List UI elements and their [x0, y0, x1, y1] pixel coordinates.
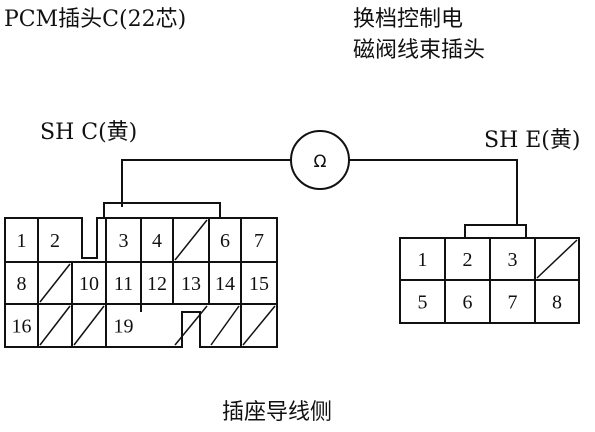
connector-e-grid — [400, 238, 579, 323]
connector-c-cavity-11: 11 — [114, 273, 133, 295]
connector-c-cavity-16: 16 — [12, 316, 32, 338]
connector-c-cavity-2: 2 — [50, 230, 60, 252]
solenoid-harness-title-line1: 换档控制电 — [353, 7, 464, 32]
connector-c-cavity-15: 15 — [249, 273, 269, 295]
connector-c-cavity-6: 6 — [220, 230, 230, 252]
connector-c-grid — [5, 218, 277, 347]
connector-e-cavity-3: 3 — [508, 249, 518, 271]
connector-c-cavity-10: 10 — [79, 273, 99, 295]
connector-c-blank-cavity — [73, 305, 105, 346]
connector-e-cavity-7: 7 — [508, 292, 518, 314]
connector-c-cavity-8: 8 — [17, 273, 27, 295]
connector-c-cavity-14: 14 — [215, 273, 235, 295]
pcm-connector-title: PCM插头C(22芯) — [4, 7, 187, 32]
connector-e-blank-cavity — [536, 239, 578, 279]
solenoid-harness-title-line2: 磁阀线束插头 — [353, 38, 486, 63]
connector-e-latch — [464, 224, 527, 238]
connector-c-cavity-1: 1 — [17, 230, 27, 252]
probe-label-sh-c: SH C(黄) — [40, 120, 138, 145]
connector-c-cavity-12: 12 — [147, 273, 167, 295]
connector-c-cavity-19: 19 — [114, 316, 134, 338]
connector-c-blank-cavity — [242, 305, 276, 346]
connector-c-blank-cavity — [174, 305, 208, 346]
ohm-symbol: Ω — [314, 152, 327, 172]
connector-c-blank-cavity — [39, 305, 71, 346]
probe-label-sh-e: SH E(黄) — [484, 128, 581, 153]
connector-c-blank-cavity — [210, 305, 240, 346]
connector-c-latch — [103, 202, 221, 218]
connector-e-cavity-5: 5 — [418, 292, 428, 314]
connector-e-cavities: 1 2 3 5 6 7 8 — [418, 239, 578, 314]
ohmmeter — [290, 130, 350, 190]
probe-lead-left — [121, 159, 291, 207]
connector-c-outline — [4, 217, 278, 348]
connector-e-outline — [399, 237, 580, 324]
connector-c-cavity-4: 4 — [152, 230, 162, 252]
connector-c-blank-cavity — [174, 219, 208, 261]
view-side-caption: 插座导线侧 — [222, 400, 333, 425]
connector-e-cavity-2: 2 — [463, 249, 473, 271]
connector-c-cavity-3: 3 — [119, 230, 129, 252]
connector-c-cavity-13: 13 — [181, 273, 201, 295]
connector-e-cavity-1: 1 — [418, 249, 428, 271]
connector-c-cavity-7: 7 — [254, 230, 264, 252]
connector-e-cavity-6: 6 — [463, 292, 473, 314]
probe-lead-right — [349, 159, 518, 225]
connector-c-blank-cavity — [39, 263, 71, 303]
connector-e-cavity-8: 8 — [552, 292, 562, 314]
